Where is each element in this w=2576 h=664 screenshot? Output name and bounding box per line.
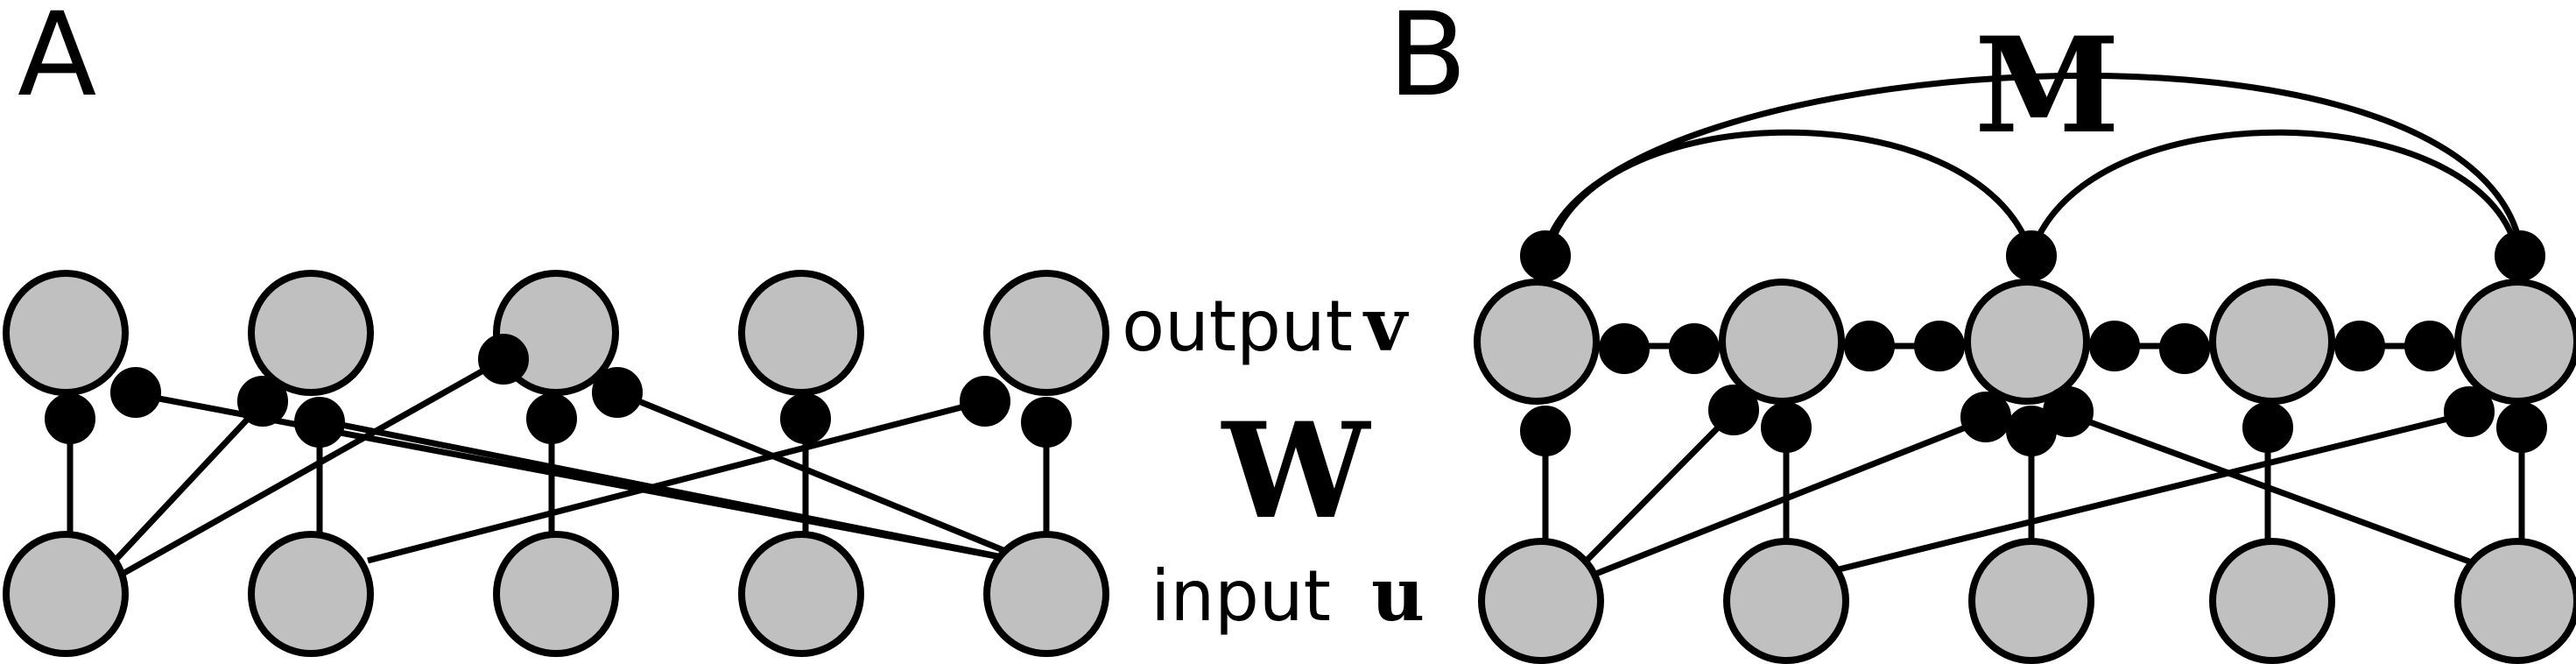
output-word: output <box>1122 286 1353 367</box>
synapse <box>2444 386 2495 437</box>
input-neuron <box>738 531 864 657</box>
input-neuron <box>3 531 129 657</box>
synapse <box>2496 402 2547 453</box>
synapse <box>1708 385 1759 435</box>
output-neuron <box>248 270 374 396</box>
synapse <box>1761 402 1812 453</box>
synapse <box>1599 323 1650 374</box>
input-neuron <box>248 531 374 657</box>
input-symbol: u <box>1371 551 1425 638</box>
layer-labels: output v W input u <box>1122 281 1425 638</box>
connection <box>102 400 265 574</box>
synapse <box>526 393 577 444</box>
synapse <box>2043 386 2094 437</box>
panel-a-output-layer <box>3 270 1109 396</box>
panel-a-input-layer <box>3 531 1109 657</box>
panel-b-output-layer <box>1474 279 2576 405</box>
input-word: input <box>1151 555 1331 637</box>
input-neuron <box>1968 538 2094 664</box>
synapse <box>960 376 1010 427</box>
synapse <box>1844 321 1895 371</box>
output-symbol: v <box>1362 281 1409 368</box>
synapse <box>1021 397 1072 448</box>
panel-a-synapses <box>45 334 1072 448</box>
output-neuron <box>1474 279 1600 405</box>
synapse <box>1520 230 1571 281</box>
input-layer-label: input <box>1151 555 1331 637</box>
output-neuron <box>2209 279 2335 405</box>
panel-b-recurrent-arcs <box>1542 73 2525 256</box>
connection <box>1587 415 1989 580</box>
synapse <box>45 393 95 444</box>
recurrent-symbol: M <box>1974 9 2120 163</box>
output-neuron <box>3 270 129 396</box>
synapse <box>2089 321 2140 371</box>
synapse <box>237 376 288 427</box>
synapse <box>1520 406 1571 456</box>
input-neuron <box>1723 538 1849 664</box>
output-neuron <box>983 270 1109 396</box>
synapse <box>2404 321 2455 371</box>
output-neuron <box>738 270 864 396</box>
output-layer-label: output <box>1122 286 1353 367</box>
synapse <box>592 367 643 418</box>
output-neuron <box>2454 279 2576 405</box>
output-neuron <box>1719 279 1845 405</box>
connection <box>367 398 986 564</box>
synapse <box>1669 323 1720 374</box>
recurrent-arc-left <box>1545 129 2035 256</box>
synapse <box>2495 230 2545 281</box>
connection <box>616 389 1031 564</box>
input-neuron <box>983 531 1109 657</box>
synapse <box>294 397 345 448</box>
synapse <box>1960 392 2011 442</box>
connection <box>1838 410 2470 573</box>
synapse <box>780 393 831 444</box>
panel-a: A <box>3 0 1109 657</box>
panel-b-synapses <box>1520 230 2547 456</box>
synapse <box>2159 323 2210 374</box>
synapse <box>1914 321 1965 371</box>
input-neuron <box>1478 538 1604 664</box>
connection <box>1573 409 1736 574</box>
panel-a-label: A <box>18 0 96 123</box>
panel-b: B M <box>1388 0 2576 664</box>
synapse <box>2334 321 2385 371</box>
input-neuron <box>2454 538 2576 664</box>
panel-b-label: B <box>1388 0 1467 123</box>
output-neuron <box>1964 279 2090 405</box>
synapse <box>110 367 161 418</box>
recurrent-arc-right <box>2028 129 2521 256</box>
connection <box>2065 410 2497 575</box>
synapse <box>2242 402 2293 453</box>
panel-b-input-layer <box>1478 538 2576 664</box>
weights-symbol: W <box>1221 394 1372 548</box>
connection <box>121 356 505 577</box>
connection <box>319 417 1030 566</box>
synapse <box>2006 230 2057 281</box>
synapse <box>478 334 529 385</box>
input-neuron <box>2209 538 2335 664</box>
input-neuron <box>493 531 619 657</box>
